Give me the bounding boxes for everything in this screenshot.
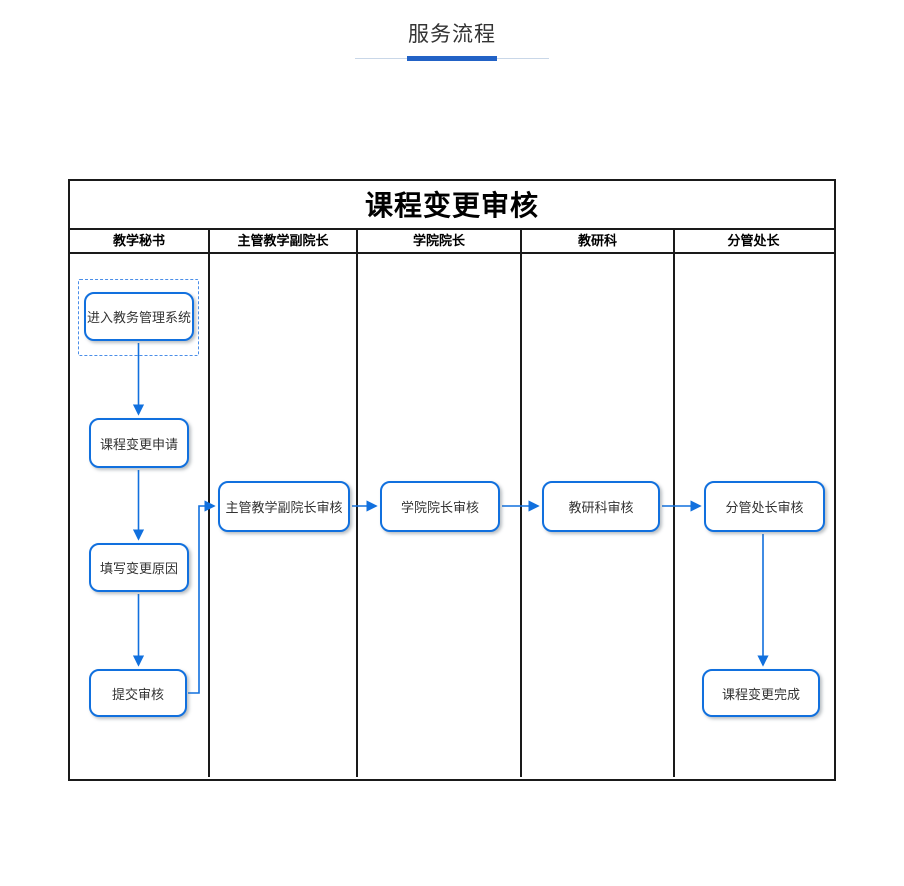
flow-node-director-review: 分管处长审核: [704, 481, 825, 532]
flow-node-research-review: 教研科审核: [542, 481, 660, 532]
lane-divider: [208, 254, 210, 777]
lane-header-college-dean: 学院院长: [358, 230, 522, 252]
flowchart-title: 课程变更审核: [70, 181, 834, 230]
lane-header-teaching-research: 教研科: [522, 230, 675, 252]
lane-divider: [356, 254, 358, 777]
flow-node-dean-review: 学院院长审核: [380, 481, 500, 532]
lane-header-teaching-secretary: 教学秘书: [70, 230, 210, 252]
flow-node-complete: 课程变更完成: [702, 669, 820, 717]
flow-node-fill-reason: 填写变更原因: [89, 543, 189, 592]
title-underline-bar: [407, 56, 497, 61]
flow-node-submit-review: 提交审核: [89, 669, 187, 717]
page-title: 服务流程: [408, 23, 496, 46]
flow-node-change-request: 课程变更申请: [89, 418, 189, 468]
lane-divider: [520, 254, 522, 777]
title-underline: [355, 56, 549, 62]
flow-node-enter-system: 进入教务管理系统: [84, 292, 194, 341]
lane-header-row: 教学秘书 主管教学副院长 学院院长 教研科 分管处长: [70, 230, 834, 254]
flow-node-vice-dean-review: 主管教学副院长审核: [218, 481, 350, 532]
lane-divider: [673, 254, 675, 777]
lane-header-vice-dean: 主管教学副院长: [210, 230, 358, 252]
lane-header-division-director: 分管处长: [727, 233, 780, 248]
